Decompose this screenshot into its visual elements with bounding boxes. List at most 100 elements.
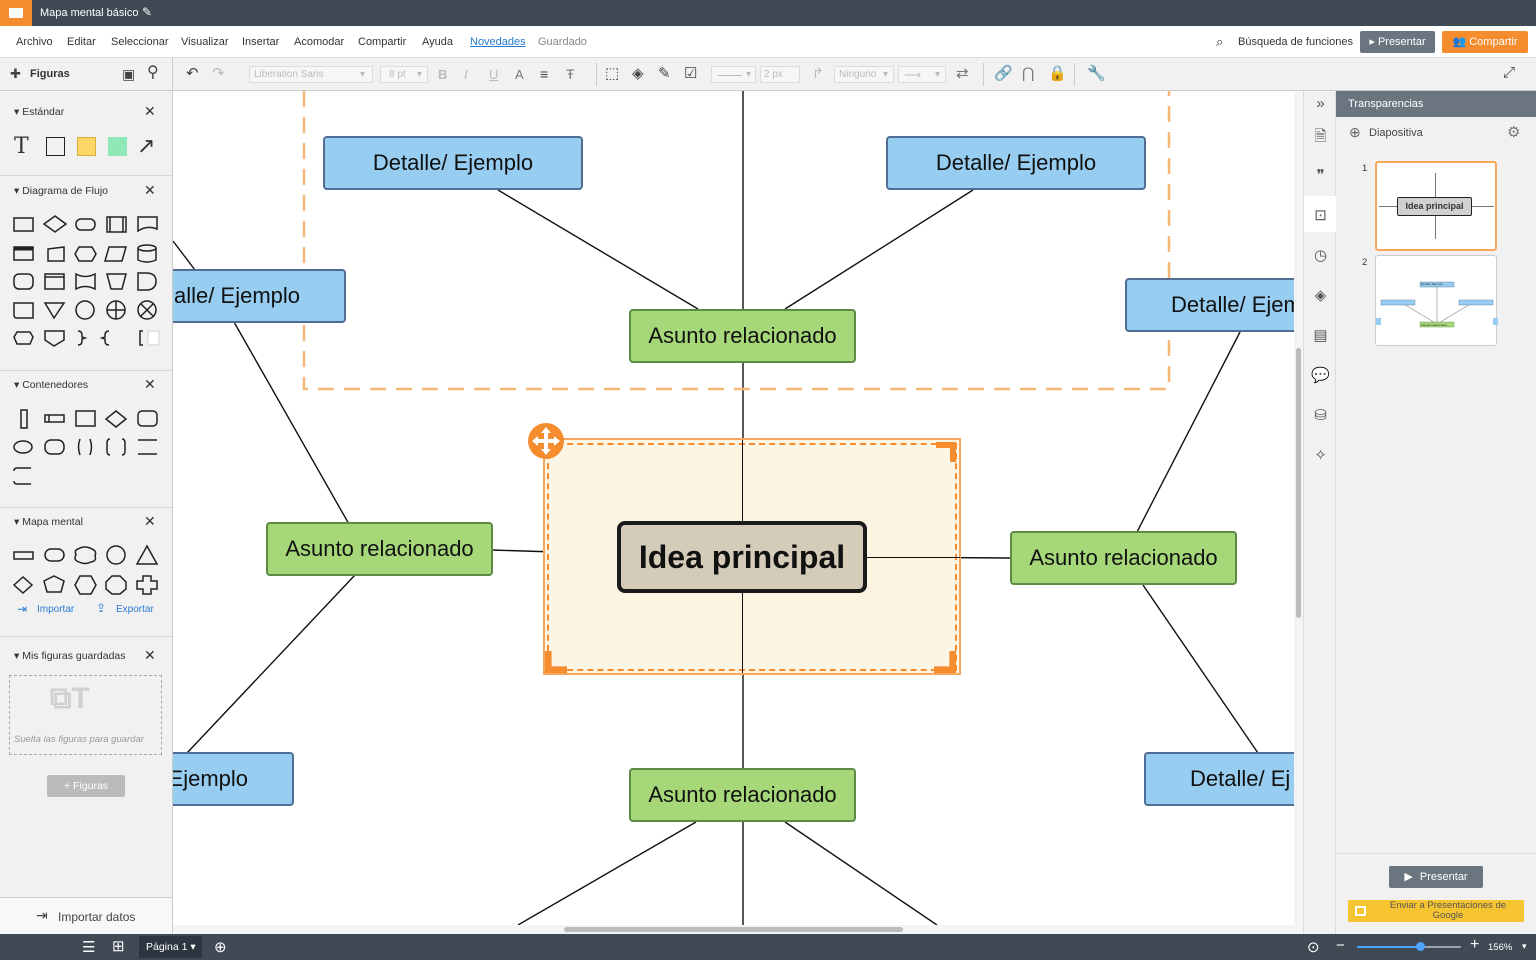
comment-quote-icon[interactable]: ❞ xyxy=(1316,167,1325,184)
swap-icon[interactable]: ⇄ xyxy=(956,65,969,82)
close-icon[interactable]: ✕ xyxy=(144,376,156,392)
move-handle-icon[interactable] xyxy=(527,422,565,460)
page-settings-icon[interactable]: 🗎 xyxy=(1314,128,1327,145)
close-icon[interactable]: ✕ xyxy=(144,103,156,119)
menu-acomodar[interactable]: Acomodar xyxy=(294,36,345,48)
section-saved-title[interactable]: ▾ Mis figuras guardadas xyxy=(14,650,126,662)
fullscreen-icon[interactable]: ⤢ xyxy=(1503,64,1516,81)
note-shape-icon[interactable] xyxy=(77,137,96,156)
section-contenedores-title[interactable]: ▾ Contenedores xyxy=(14,379,89,391)
folder-icon[interactable] xyxy=(0,0,32,26)
container-shapes-grid[interactable] xyxy=(10,407,162,493)
font-size-select[interactable]: 8 pt ▾ xyxy=(380,66,428,83)
lock-icon[interactable]: 🔒 xyxy=(1048,65,1067,82)
add-slide-icon[interactable]: ⊕ xyxy=(1349,124,1361,140)
feature-search-link[interactable]: Búsqueda de funciones xyxy=(1238,36,1353,48)
close-icon[interactable]: ✕ xyxy=(144,182,156,198)
present-button[interactable]: ▸ Presentar xyxy=(1360,31,1435,53)
import-icon[interactable]: ⇥ xyxy=(17,602,28,616)
zoom-in-icon[interactable]: + xyxy=(1470,936,1480,953)
gear-icon[interactable]: ⚙ xyxy=(1507,124,1521,141)
zoom-slider-knob[interactable] xyxy=(1416,942,1425,951)
vertical-scroll-thumb[interactable] xyxy=(1296,348,1301,618)
add-slide-label[interactable]: Diapositiva xyxy=(1369,127,1423,139)
layers-icon[interactable]: ◈ xyxy=(1314,287,1327,304)
detail-node-left-upper[interactable]: alle/ Ejemplo xyxy=(173,269,346,323)
arrow-start-select[interactable]: Ninguno ▾ xyxy=(834,66,894,83)
menu-compartir[interactable]: Compartir xyxy=(358,36,407,48)
slide-thumbnail[interactable]: Detalle/ Ejemplo Asunto relacionado xyxy=(1375,255,1498,346)
compass-icon[interactable]: ⊙ xyxy=(1307,939,1320,956)
fill-bucket-icon[interactable]: ◈ xyxy=(632,65,644,82)
import-data-button[interactable]: ⇥ Importar datos xyxy=(0,898,172,934)
menu-archivo[interactable]: Archivo xyxy=(16,36,53,48)
italic-icon[interactable]: I xyxy=(464,67,468,82)
send-to-google-slides-button[interactable]: Enviar a Presentaciones de Google xyxy=(1348,900,1524,922)
magnet-icon[interactable]: ⋂ xyxy=(1022,65,1035,82)
section-estandar-title[interactable]: ▾ Estándar xyxy=(14,106,65,118)
central-idea-node[interactable]: Idea principal xyxy=(617,521,867,593)
line-width-input[interactable]: 2 px xyxy=(760,66,800,83)
text-color-icon[interactable]: A xyxy=(515,67,524,82)
saved-shapes-dropzone[interactable]: ⧉T Suelta las figuras para guardar xyxy=(9,675,162,755)
zoom-level[interactable]: 156% xyxy=(1488,942,1513,953)
section-mapa-mental-title[interactable]: ▾ Mapa mental xyxy=(14,516,83,528)
grid-view-icon[interactable]: ⊞ xyxy=(112,938,125,955)
detail-node-left-lower[interactable]: Ejemplo xyxy=(173,752,294,806)
magic-wand-icon[interactable]: ✧ xyxy=(1314,447,1327,464)
export-icon[interactable]: ⇪ xyxy=(96,601,107,615)
presentation-tab-active[interactable] xyxy=(1304,196,1337,232)
text-shape-icon[interactable]: T xyxy=(14,134,29,159)
topic-node-bottom[interactable]: Asunto relacionado xyxy=(629,768,856,822)
mindmap-shapes-grid[interactable] xyxy=(10,543,162,599)
topic-node-right[interactable]: Asunto relacionado xyxy=(1010,531,1237,585)
undo-icon[interactable]: ↶ xyxy=(186,65,199,82)
chat-icon[interactable]: 💬 xyxy=(1311,367,1330,384)
arrow-shape-icon[interactable]: ↗ xyxy=(137,133,156,158)
history-clock-icon[interactable]: ◷ xyxy=(1313,247,1328,264)
add-page-icon[interactable]: ⊕ xyxy=(214,939,227,956)
pencil-icon[interactable]: ✎ xyxy=(142,5,153,19)
bold-icon[interactable]: B xyxy=(438,67,448,82)
style-icon[interactable]: ☑ xyxy=(684,65,698,82)
slide-thumbnail[interactable]: Idea principal xyxy=(1375,161,1497,251)
close-icon[interactable]: ✕ xyxy=(144,647,156,663)
menu-editar[interactable]: Editar xyxy=(67,36,96,48)
topic-node-top[interactable]: Asunto relacionado xyxy=(629,309,856,363)
wrench-icon[interactable]: 🔧 xyxy=(1087,65,1106,82)
present-slides-button[interactable]: ▶ Presentar xyxy=(1389,866,1483,888)
import-link[interactable]: Importar xyxy=(37,604,75,615)
database-icon[interactable]: ⛁ xyxy=(1314,407,1327,424)
menu-ayuda[interactable]: Ayuda xyxy=(422,36,453,48)
close-icon[interactable]: ✕ xyxy=(144,513,156,529)
document-title[interactable]: Mapa mental básico xyxy=(40,7,139,19)
zoom-slider[interactable] xyxy=(1357,942,1461,951)
image-icon[interactable]: ▣ xyxy=(122,66,136,82)
vertical-scrollbar[interactable] xyxy=(1294,91,1303,934)
rectangle-shape-icon[interactable] xyxy=(46,137,65,156)
text-options-icon[interactable]: Ŧ xyxy=(566,66,575,82)
list-view-icon[interactable]: ☰ xyxy=(82,939,96,956)
diagram-canvas[interactable]: Idea principal Asunto relacionado Asunto… xyxy=(173,91,1294,925)
topic-node-left[interactable]: Asunto relacionado xyxy=(266,522,493,576)
chevron-down-icon[interactable]: ▾ xyxy=(1522,941,1527,951)
horizontal-scroll-thumb[interactable] xyxy=(564,927,903,932)
shape-outline-icon[interactable]: ⬚ xyxy=(605,65,620,82)
line-style-select[interactable]: ▾ xyxy=(711,66,756,83)
arrow-end-select[interactable]: ⟶ ▾ xyxy=(898,66,946,83)
shape-data-icon[interactable]: ▤ xyxy=(1313,327,1328,344)
menu-novedades[interactable]: Novedades xyxy=(470,36,526,48)
align-center-icon[interactable]: ≡ xyxy=(540,66,549,82)
menu-visualizar[interactable]: Visualizar xyxy=(181,36,229,48)
detail-node-top-left[interactable]: Detalle/ Ejemplo xyxy=(323,136,583,190)
flowchart-shapes-grid[interactable] xyxy=(10,211,162,351)
font-family-select[interactable]: Liberation Sans ▾ xyxy=(249,66,373,83)
line-curve-icon[interactable]: ↱ xyxy=(812,65,824,81)
zoom-out-icon[interactable]: − xyxy=(1336,937,1345,954)
shapes-label[interactable]: Figuras xyxy=(30,68,70,80)
presentation-icon[interactable]: ⊡ xyxy=(1314,207,1327,224)
search-icon[interactable]: ⚲ xyxy=(147,64,159,81)
horizontal-scrollbar[interactable] xyxy=(173,925,1294,934)
line-color-icon[interactable]: ✎ xyxy=(658,65,671,82)
underline-icon[interactable]: U xyxy=(489,67,499,82)
